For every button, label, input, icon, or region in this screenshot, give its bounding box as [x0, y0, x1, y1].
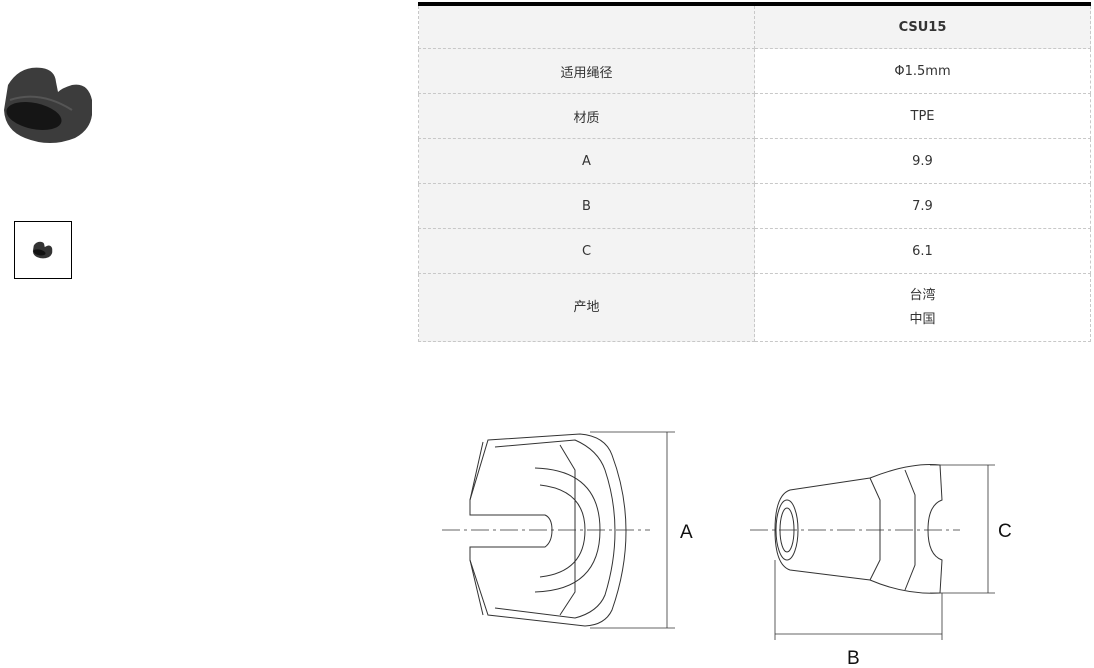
row-value: TPE: [754, 93, 1091, 139]
row-label: B: [418, 183, 755, 229]
thumbnail-image: [32, 241, 53, 259]
technical-drawing: A C B: [442, 431, 1012, 668]
dimension-a-label: A: [680, 522, 693, 543]
table-row: B 7.9: [418, 183, 1091, 229]
header-empty-cell: [418, 3, 755, 49]
table-header-row: CSU15: [418, 3, 1091, 49]
model-header: CSU15: [754, 3, 1091, 49]
row-value: 7.9: [754, 183, 1091, 229]
dimension-b-label: B: [847, 648, 860, 668]
front-view: [469, 433, 627, 627]
spec-table: CSU15 适用绳径 Φ1.5mm 材质 TPE A 9.9 B 7.9 C 6…: [418, 2, 1091, 342]
origin-value: 中国: [909, 311, 936, 327]
dimension-c-label: C: [998, 521, 1012, 542]
side-view: [774, 464, 943, 594]
row-label: A: [418, 138, 755, 184]
row-value: 6.1: [754, 228, 1091, 274]
row-label: C: [418, 228, 755, 274]
table-row: 适用绳径 Φ1.5mm: [418, 48, 1091, 94]
dimension-lines: [590, 431, 995, 640]
row-label: 适用绳径: [418, 48, 755, 94]
product-thumbnail[interactable]: [14, 221, 72, 279]
row-value: Φ1.5mm: [754, 48, 1091, 94]
table-row: C 6.1: [418, 228, 1091, 274]
origin-value: 台湾: [909, 287, 936, 303]
row-value: 台湾 中国: [754, 273, 1091, 342]
product-photo: [4, 67, 92, 143]
row-value: 9.9: [754, 138, 1091, 184]
table-row: 材质 TPE: [418, 93, 1091, 139]
row-label: 产地: [418, 273, 755, 342]
row-label: 材质: [418, 93, 755, 139]
table-row-origin: 产地 台湾 中国: [418, 273, 1091, 342]
table-row: A 9.9: [418, 138, 1091, 184]
